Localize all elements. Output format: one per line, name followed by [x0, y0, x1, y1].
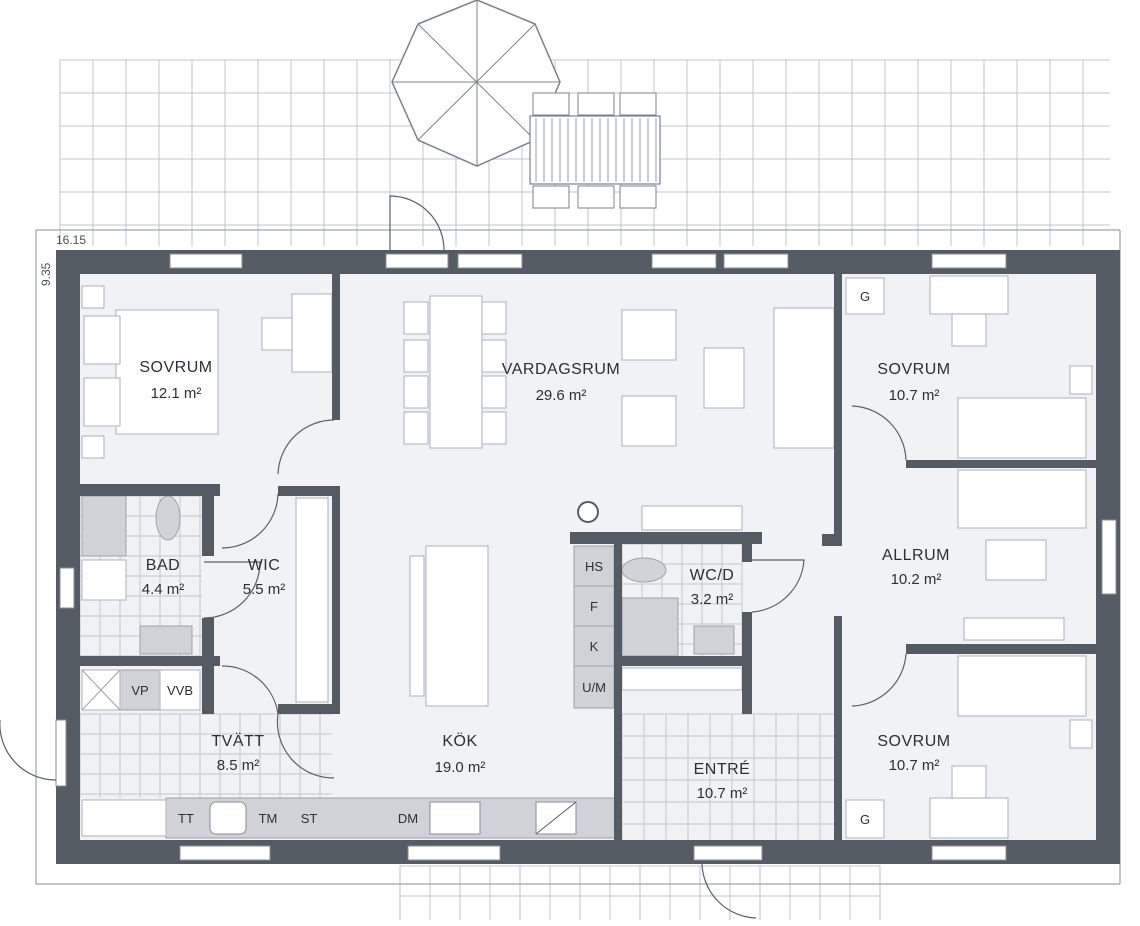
sofa-icon [773, 307, 835, 449]
room-name-wic: WIC [248, 557, 281, 574]
room-area-sovrum-ne: 10.7 m² [889, 387, 940, 404]
room-name-sovrum-ne: SOVRUM [877, 361, 950, 378]
room-name-tvatt: TVÄTT [211, 732, 264, 750]
room-area-allrum: 10.2 m² [891, 571, 942, 588]
room-area-wic: 5.5 m² [243, 581, 286, 598]
room-area-wc: 3.2 m² [691, 591, 734, 608]
sofa-icon [957, 469, 1087, 529]
label-k: K [590, 639, 599, 654]
label-g-se: G [860, 812, 870, 827]
parasol-icon [391, 0, 561, 167]
doors [0, 195, 907, 919]
bed-icon [957, 397, 1087, 459]
armchair-icon [621, 395, 677, 447]
label-f: F [590, 599, 598, 614]
label-vp: VP [131, 683, 148, 698]
room-name-sovrum-nw: SOVRUM [139, 359, 212, 376]
room-area-kok: 19.0 m² [435, 759, 486, 776]
outdoor-table-icon [529, 92, 661, 209]
bed-icon [957, 655, 1087, 717]
room-area-sovrum-se: 10.7 m² [889, 757, 940, 774]
room-name-wc: WC/D [690, 567, 735, 584]
room-name-vardagsrum: VARDAGSRUM [502, 361, 621, 378]
windows [55, 253, 1117, 861]
desk-icon [291, 293, 333, 373]
armchair-icon [621, 309, 677, 361]
table-icon [985, 539, 1047, 581]
room-name-allrum: ALLRUM [882, 547, 950, 564]
label-vvb: VVB [167, 683, 193, 698]
room-area-sovrum-nw: 12.1 m² [151, 385, 202, 402]
fixture-labels: HS F K U/M VP VVB TT TM ST DM G G [131, 289, 870, 827]
room-labels: SOVRUM 12.1 m² VARDAGSRUM 29.6 m² SOVRUM… [139, 359, 950, 802]
bed-icon [115, 309, 219, 435]
stove-icon [577, 501, 599, 523]
wardrobe-icon [295, 497, 329, 703]
label-g-ne: G [860, 289, 870, 304]
vvb-unit [159, 669, 201, 711]
coffee-table-icon [703, 347, 745, 409]
room-area-vardagsrum: 29.6 m² [536, 387, 587, 404]
room-area-tvatt: 8.5 m² [217, 757, 260, 774]
room-name-bad: BAD [146, 557, 180, 574]
label-tm: TM [259, 811, 278, 826]
room-name-kok: KÖK [442, 732, 477, 750]
room-area-entre: 10.7 m² [697, 785, 748, 802]
label-hs: HS [585, 559, 603, 574]
room-name-sovrum-se: SOVRUM [877, 733, 950, 750]
label-um: U/M [582, 680, 606, 695]
label-tt: TT [178, 811, 194, 826]
label-st: ST [301, 811, 318, 826]
toilet-icon [621, 557, 667, 583]
fireplace-icon [641, 505, 743, 531]
label-dm: DM [398, 811, 418, 826]
room-name-entre: ENTRÉ [694, 759, 751, 778]
shower-icon [81, 559, 127, 601]
washer-icon [621, 597, 679, 657]
toilet-icon [155, 495, 181, 541]
dining-table-icon [429, 295, 483, 449]
sink-icon [693, 625, 735, 655]
depth-dimension: 9.35 [39, 262, 53, 286]
bathtub-icon [81, 495, 127, 557]
room-area-bad: 4.4 m² [142, 581, 185, 598]
sink-icon [139, 625, 193, 655]
kitchen-island-icon [425, 545, 489, 707]
width-dimension: 16.15 [56, 233, 86, 247]
furniture [81, 275, 1093, 839]
